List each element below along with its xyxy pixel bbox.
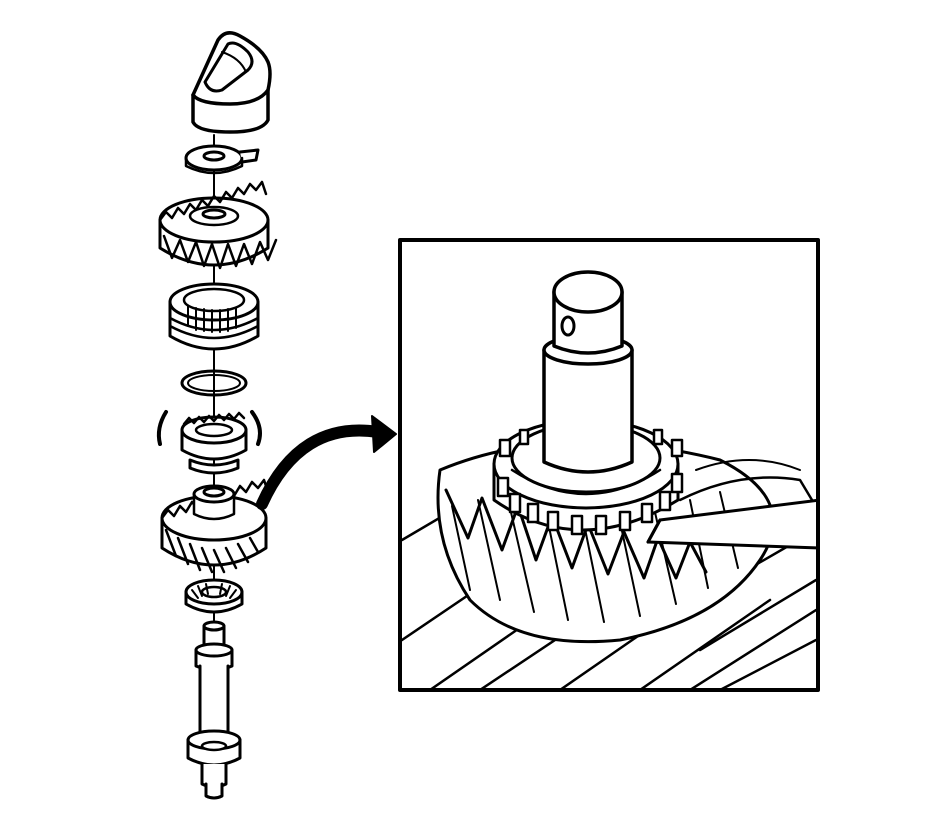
blocker-ring-assembly: [156, 410, 262, 461]
shift-fork-cap: [191, 31, 272, 134]
helical-gear: [160, 478, 270, 574]
thrust-washer: [184, 144, 260, 175]
synchronizer-sleeve: [168, 282, 260, 351]
callout-arrow: [256, 415, 397, 510]
upper-gear: [158, 180, 278, 270]
workbench-surface: [402, 498, 816, 688]
main-shaft: [186, 620, 242, 800]
inset-shaft: [542, 270, 634, 474]
retaining-ring: [180, 369, 248, 397]
inset-synchro-keys: [496, 428, 684, 536]
key-spacer: [188, 458, 240, 475]
needle-bearing: [184, 578, 244, 614]
detail-inset: [398, 238, 820, 692]
exploded-view: [156, 31, 278, 800]
inset-feeler-gauge: [646, 459, 816, 550]
